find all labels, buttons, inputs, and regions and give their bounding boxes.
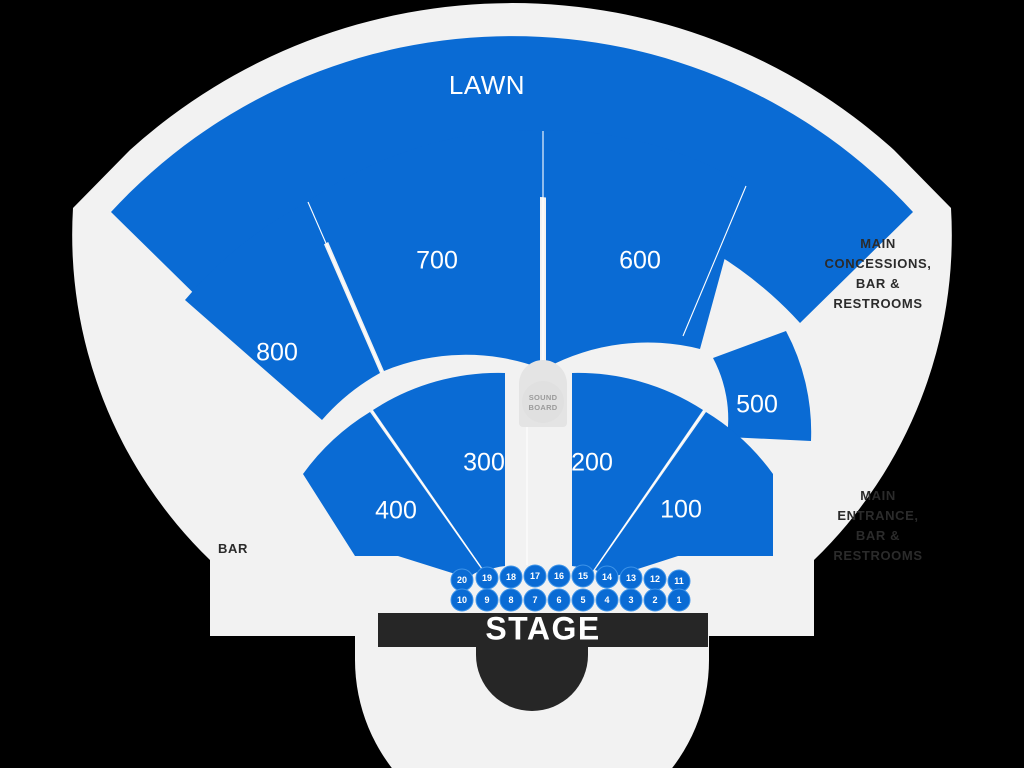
lawn-label: LAWN bbox=[449, 70, 525, 100]
pit-seat-label: 1 bbox=[676, 595, 681, 605]
section-label-100: 100 bbox=[660, 496, 702, 524]
soundboard-group[interactable]: SOUND BOARD bbox=[519, 360, 567, 427]
divider-200-100 bbox=[596, 410, 705, 567]
amenity-line: RESTROOMS bbox=[833, 548, 922, 563]
section-label-200: 200 bbox=[571, 449, 613, 477]
stage-group[interactable]: STAGE bbox=[355, 610, 709, 768]
pit-seat-label: 16 bbox=[554, 571, 564, 581]
pit-seat[interactable]: 7 bbox=[523, 588, 547, 612]
pit-seat-label: 17 bbox=[530, 571, 540, 581]
amenity-line: CONCESSIONS, bbox=[825, 256, 932, 271]
divider-800-700 bbox=[307, 201, 383, 373]
pit-seat[interactable]: 20 bbox=[450, 568, 474, 592]
pit-seats-group[interactable]: 20 19 18 17 16 bbox=[450, 564, 691, 612]
pit-seat-label: 6 bbox=[556, 595, 561, 605]
pit-seat-label: 19 bbox=[482, 573, 492, 583]
pit-seat-label: 4 bbox=[604, 595, 609, 605]
amenity-line: RESTROOMS bbox=[833, 296, 922, 311]
pit-seat[interactable]: 6 bbox=[547, 588, 571, 612]
section-800-shape[interactable] bbox=[185, 203, 380, 420]
pit-seat-label: 15 bbox=[578, 571, 588, 581]
divider-400-300 bbox=[371, 410, 481, 567]
pit-seat[interactable]: 5 bbox=[571, 588, 595, 612]
divider-600-500 bbox=[682, 185, 747, 337]
pit-seat-label: 2 bbox=[652, 595, 657, 605]
soundboard-line1: SOUND bbox=[529, 393, 558, 402]
amenity-line: BAR & bbox=[856, 528, 900, 543]
pit-row-front[interactable]: 10 9 8 7 6 bbox=[450, 588, 691, 612]
upper-tier-group[interactable]: 800 700 600 500 bbox=[185, 129, 812, 441]
pit-seat[interactable]: 17 bbox=[523, 564, 547, 588]
pit-seat-label: 12 bbox=[650, 574, 660, 584]
section-600-shape[interactable] bbox=[546, 130, 745, 368]
pit-seat-label: 18 bbox=[506, 572, 516, 582]
section-label-600: 600 bbox=[619, 247, 661, 275]
stage-bar[interactable] bbox=[378, 613, 708, 647]
pit-seat[interactable]: 15 bbox=[571, 564, 595, 588]
amenity-bar-left: BAR bbox=[218, 541, 248, 556]
pit-seat[interactable]: 3 bbox=[619, 588, 643, 612]
stage-thrust[interactable] bbox=[476, 647, 588, 711]
amenity-line: BAR bbox=[218, 541, 248, 556]
section-400-shape[interactable] bbox=[303, 412, 482, 578]
stage-label: STAGE bbox=[485, 610, 600, 646]
section-500-shape[interactable] bbox=[713, 331, 812, 441]
pit-seat[interactable]: 4 bbox=[595, 588, 619, 612]
pit-seat-label: 5 bbox=[580, 595, 585, 605]
pit-seat-label: 3 bbox=[628, 595, 633, 605]
soundboard-dot bbox=[522, 381, 564, 423]
amenity-main-entrance: MAIN ENTRANCE, BAR & RESTROOMS bbox=[833, 488, 922, 563]
section-200-shape[interactable] bbox=[572, 372, 703, 572]
lower-tier-group[interactable]: 400 300 200 100 bbox=[303, 369, 773, 578]
section-300-shape[interactable] bbox=[373, 372, 505, 572]
pit-seat-label: 8 bbox=[508, 595, 513, 605]
section-label-400: 400 bbox=[375, 497, 417, 525]
pit-seat-label: 20 bbox=[457, 575, 467, 585]
pit-seat[interactable]: 18 bbox=[499, 565, 523, 589]
amenity-line: MAIN bbox=[860, 488, 896, 503]
section-label-700: 700 bbox=[416, 247, 458, 275]
pit-row-back[interactable]: 20 19 18 17 16 bbox=[450, 564, 691, 593]
section-label-300: 300 bbox=[463, 449, 505, 477]
amenity-line: ENTRANCE, bbox=[837, 508, 918, 523]
pit-seat[interactable]: 10 bbox=[450, 588, 474, 612]
section-700-shape[interactable] bbox=[310, 129, 540, 371]
pit-seat-label: 13 bbox=[626, 573, 636, 583]
section-100-shape[interactable] bbox=[595, 412, 773, 578]
pit-seat-label: 9 bbox=[484, 595, 489, 605]
pit-seat-label: 7 bbox=[532, 595, 537, 605]
pit-seat[interactable]: 13 bbox=[619, 566, 643, 590]
amenity-line: MAIN bbox=[860, 236, 896, 251]
pit-seat-label: 14 bbox=[602, 572, 612, 582]
amenity-line: BAR & bbox=[856, 276, 900, 291]
pit-seat-label: 11 bbox=[674, 576, 684, 586]
pit-seat[interactable]: 8 bbox=[499, 588, 523, 612]
pit-seat[interactable]: 16 bbox=[547, 564, 571, 588]
pit-seat[interactable]: 12 bbox=[643, 567, 667, 591]
section-label-800: 800 bbox=[256, 339, 298, 367]
soundboard-line2: BOARD bbox=[529, 403, 558, 412]
pit-seat-label: 10 bbox=[457, 595, 467, 605]
amenity-main-concessions: MAIN CONCESSIONS, BAR & RESTROOMS bbox=[825, 236, 932, 311]
section-label-500: 500 bbox=[736, 391, 778, 419]
pit-seat[interactable]: 19 bbox=[475, 566, 499, 590]
pit-seat[interactable]: 9 bbox=[475, 588, 499, 612]
pit-seat[interactable]: 1 bbox=[667, 588, 691, 612]
pit-seat[interactable]: 2 bbox=[643, 588, 667, 612]
pit-seat[interactable]: 14 bbox=[595, 565, 619, 589]
